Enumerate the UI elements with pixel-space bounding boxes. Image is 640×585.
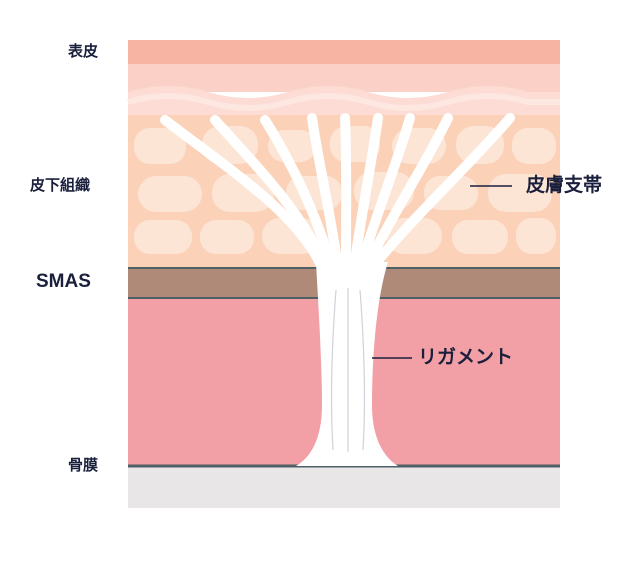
fat-lobule bbox=[452, 220, 508, 254]
label-epidermis: 表皮 bbox=[68, 42, 99, 60]
ligament-fiber-lines bbox=[330, 288, 366, 452]
fat-lobule bbox=[516, 218, 556, 254]
ligament-branch bbox=[349, 113, 383, 273]
ligament-branch bbox=[361, 113, 453, 273]
ligament-branch bbox=[260, 115, 337, 273]
fat-lobule bbox=[134, 220, 192, 254]
fat-lobule bbox=[512, 128, 556, 164]
bone-layer bbox=[128, 466, 560, 508]
label-smas: SMAS bbox=[36, 271, 91, 292]
skin-ligament-branches bbox=[160, 113, 515, 273]
label-periosteum: 骨膜 bbox=[68, 456, 99, 474]
ligament-trunk bbox=[296, 262, 398, 466]
fat-lobule bbox=[200, 220, 254, 254]
ligament-fiber-line bbox=[359, 289, 366, 451]
label-subcutaneous-tissue: 皮下組織 bbox=[30, 176, 91, 194]
fat-lobule bbox=[488, 174, 552, 212]
label-ligament: リガメント bbox=[418, 346, 514, 368]
ligament-branch bbox=[340, 113, 352, 273]
fat-lobule bbox=[138, 176, 202, 212]
label-skin-ligament: 皮膚支帯 bbox=[526, 174, 603, 196]
ligament-branch bbox=[210, 115, 332, 273]
epidermis-layer bbox=[128, 40, 560, 64]
fat-lobule bbox=[212, 174, 274, 212]
ligament-fiber-line bbox=[330, 289, 337, 451]
ligament-branch bbox=[367, 113, 515, 273]
ligament-branch bbox=[355, 113, 415, 273]
fat-lobule bbox=[134, 128, 186, 164]
dermis-wave-line bbox=[127, 93, 560, 111]
ligament-branch bbox=[307, 113, 343, 273]
fat-lobule bbox=[386, 218, 442, 254]
